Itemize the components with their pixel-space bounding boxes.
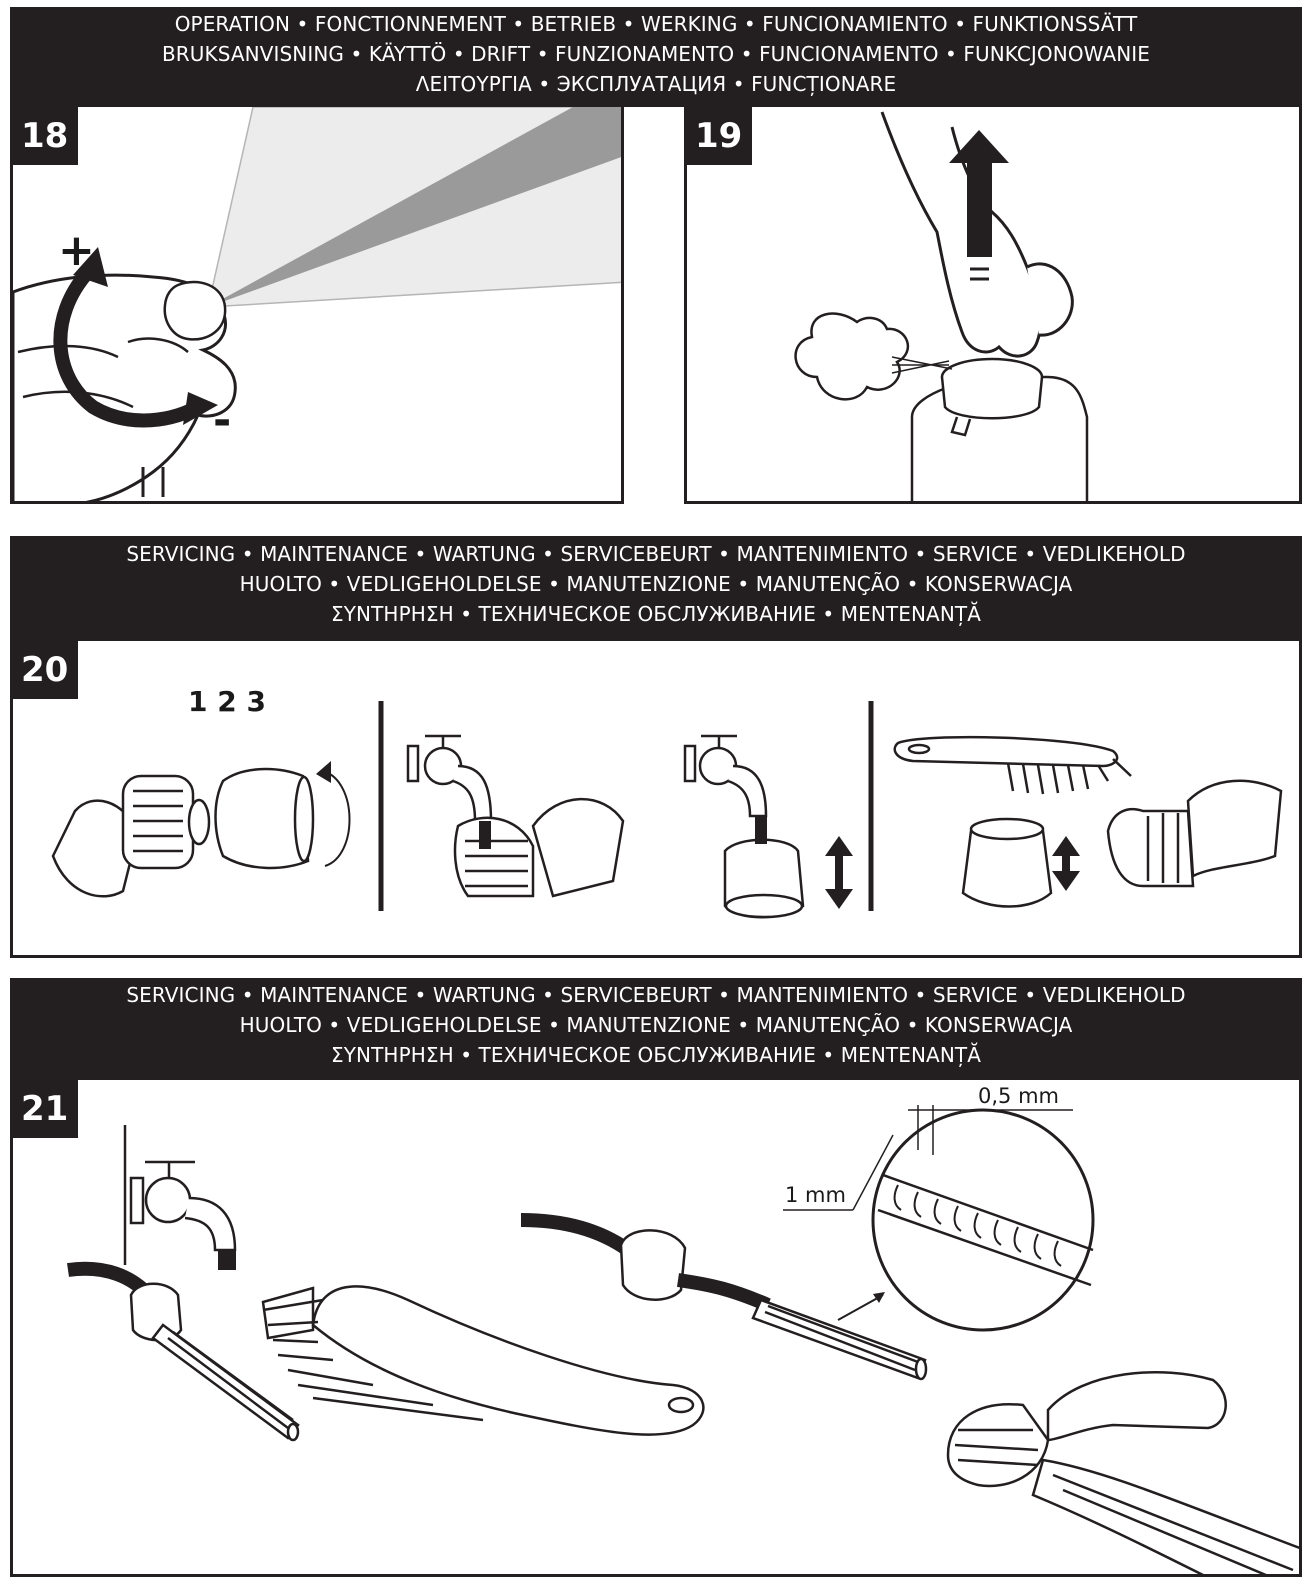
step-19-panel: 19 (684, 104, 1302, 504)
servicing-header-2: SERVICING • MAINTENANCE • WARTUNG • SERV… (10, 978, 1302, 1082)
operation-header-line-2: BRUKSANVISNING • KÄYTTÖ • DRIFT • FUNZIO… (161, 42, 1151, 66)
nozzle-adjust-illustration (13, 107, 621, 501)
plus-symbol: + (58, 225, 95, 276)
step-number: 21 (13, 1080, 79, 1138)
pressure-release-illustration (794, 111, 1089, 501)
step-number: 20 (13, 641, 79, 699)
servicing-header-line-2: HUOLTO • VEDLIGEHOLDELSE • MANUTENZIONE … (239, 572, 1073, 596)
nozzle-cleaning-illustration (51, 701, 1283, 919)
sequence-label: 1 2 3 (188, 685, 266, 718)
operation-header: OPERATION • FONCTIONNEMENT • BETRIEB • W… (10, 7, 1302, 107)
servicing-header-line-3: ΣΥΝΤΗΡΗΣΗ • ТЕХНИЧЕСКОЕ ОБСЛУЖИВАНИЕ • M… (331, 1043, 981, 1067)
servicing-header-line-2: HUOLTO • VEDLIGEHOLDELSE • MANUTENZIONE … (239, 1013, 1073, 1037)
dimension-label-large: 1 mm (785, 1183, 846, 1207)
step-number: 19 (687, 107, 753, 165)
minus-symbol: - (213, 395, 232, 446)
step-18-panel: 18 + - (10, 104, 624, 504)
servicing-header-line-3: ΣΥΝΤΗΡΗΣΗ • ТЕХНИЧЕСКОЕ ОБСЛУЖИВАНИЕ • M… (331, 602, 981, 626)
servicing-header-line-1: SERVICING • MAINTENANCE • WARTUNG • SERV… (126, 983, 1186, 1007)
operation-header-line-3: ΛΕΙΤΟΥΡΓΙΑ • ЭКСПЛУАТАЦИЯ • FUNCȚIONARE (415, 72, 897, 96)
filter-cleaning-illustration (67, 1105, 1299, 1574)
step-21-panel: 21 0,5 mm 1 mm (10, 1077, 1302, 1577)
step-20-panel: 20 1 2 3 (10, 638, 1302, 958)
servicing-header-1: SERVICING • MAINTENANCE • WARTUNG • SERV… (10, 536, 1302, 642)
servicing-header-line-1: SERVICING • MAINTENANCE • WARTUNG • SERV… (126, 542, 1186, 566)
step-number: 18 (13, 107, 79, 165)
operation-header-line-1: OPERATION • FONCTIONNEMENT • BETRIEB • W… (174, 12, 1138, 36)
dimension-label-small: 0,5 mm (978, 1084, 1059, 1108)
